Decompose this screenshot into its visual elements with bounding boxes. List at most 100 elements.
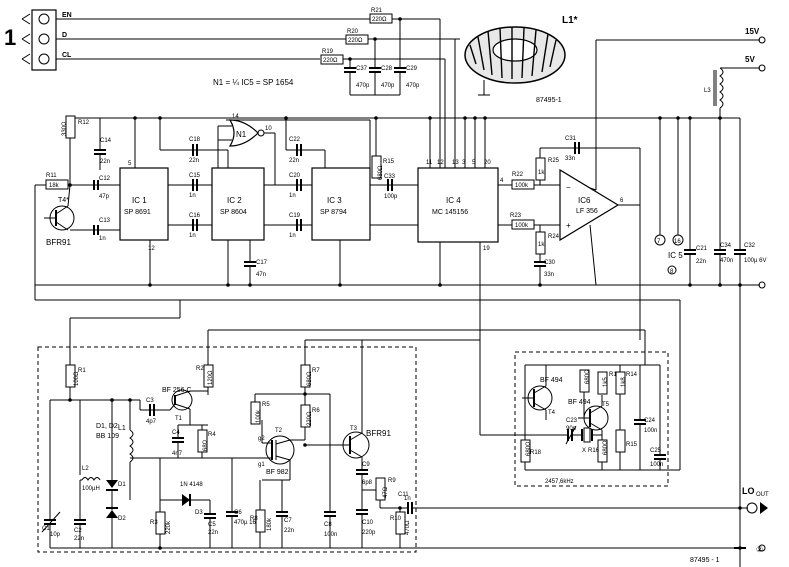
r14-value: 1k8 [621, 377, 627, 387]
r7-ref: R7 [312, 368, 320, 374]
r14-ref: R14 [626, 372, 638, 378]
crystal-osc-section-box [514, 351, 669, 487]
c13-value: 1n [99, 236, 106, 242]
r19-value: 220Ω [323, 58, 338, 64]
c22-value: 22n [289, 158, 299, 164]
ground-marker: ② [756, 545, 763, 554]
svg-text:5: 5 [472, 160, 476, 166]
c29-ref: C29 [406, 66, 418, 72]
svg-text:7: 7 [657, 239, 661, 245]
c12-ref: C12 [99, 176, 111, 182]
n1-note: N1 = ¼ IC5 = SP 1654 [213, 78, 294, 87]
r10-ref: R10 [390, 516, 402, 522]
r15-b-ref: R15 [626, 442, 638, 448]
c10-ref: C10 [362, 520, 374, 526]
r19-ref: R19 [322, 49, 334, 55]
crystal-oscillator: BF 494 T4 BF 494 T5 680Ω R17 1k5 R14 1k8… [479, 300, 681, 485]
svg-text:6: 6 [620, 198, 624, 204]
r5-ref: R5 [262, 402, 270, 408]
c21-value: 22n [696, 259, 706, 265]
r12-ref: R12 [78, 120, 90, 126]
c5-ref: C5 [208, 522, 216, 528]
r22-value: 100k [515, 183, 529, 189]
r16-value: 680Ω [603, 440, 609, 455]
svg-text:12: 12 [437, 160, 444, 166]
svg-text:+: + [566, 221, 571, 230]
r20-ref: R20 [347, 29, 359, 35]
ic3-ref: IC 3 [327, 196, 342, 205]
crystal-frequency: 2457,6kHz [545, 479, 574, 485]
ic3-part: SP 8794 [320, 209, 347, 216]
r21-value: 220Ω [372, 17, 387, 23]
d1-label: D1 [118, 482, 126, 488]
r9-value: 47Ω [383, 486, 389, 498]
c30-ref: C30 [544, 260, 556, 266]
c6-ref: C6 [234, 510, 242, 516]
t4star-part: BFR91 [46, 238, 71, 247]
r4-value: 68Ω [203, 439, 209, 451]
svg-text:12: 12 [148, 246, 155, 252]
c32-value: 100µ 6V [744, 258, 766, 264]
svg-text:g1: g1 [258, 462, 265, 468]
c34-value: 470n [720, 258, 733, 264]
c18-value: 22n [189, 158, 199, 164]
ic6-ref: IC6 [578, 196, 591, 205]
c25-ref: C25 [650, 448, 662, 454]
r15-ref: R15 [383, 159, 395, 165]
c9-value: 6p8 [362, 480, 373, 486]
c1-value: 10p [50, 532, 61, 538]
c8-value: 100n [324, 532, 337, 538]
c4-value: 4n7 [172, 451, 183, 457]
r17-ref: R17 [609, 372, 621, 378]
lo-out-label: LO [742, 486, 755, 496]
c16-value: 1n [189, 233, 196, 239]
pin-cl-label: CL [62, 52, 72, 59]
r3-ref: R3 [150, 520, 158, 526]
c20-value: 1n [289, 193, 296, 199]
r2-value: 120Ω [208, 370, 214, 385]
input-filter: R21 220Ω R20 220Ω R19 220Ω C37 470p C28 … [180, 8, 456, 165]
lo-output: LO OUT ② 87495 - 1 [690, 285, 769, 567]
r15-value: 680Ω [378, 165, 384, 180]
r4-ref: R4 [208, 432, 216, 438]
r6-ref: R6 [312, 408, 320, 414]
supply-15v-label: 15V [745, 27, 760, 36]
junction-dots [68, 116, 742, 550]
c17-ref: C17 [256, 260, 268, 266]
ic5-decoupling: 7 16 IC 5 8 C21 22n C34 470n C32 100µ 6V [654, 118, 766, 285]
t3-ref: T3 [350, 426, 358, 432]
l2-value: 100µH [82, 486, 100, 492]
r8-ref: R8 [250, 516, 258, 522]
svg-text:19: 19 [483, 246, 490, 252]
svg-text:8: 8 [670, 269, 674, 275]
c7-ref: C7 [284, 518, 292, 524]
ic6-part: LF 356 [576, 208, 598, 215]
c2-value: 22n [74, 536, 84, 542]
c23-value: 90p [566, 426, 577, 432]
c11-ref: C11 [398, 492, 409, 498]
c15-ref: C15 [189, 173, 201, 179]
figure-number: 1 [4, 25, 16, 50]
crystal-ref: X [582, 448, 586, 454]
c19-value: 1n [289, 233, 296, 239]
r9-ref: R9 [388, 478, 396, 484]
t2-part: BF 982 [266, 469, 289, 476]
vco-section-box [37, 346, 417, 553]
ic6-opamp: − + IC6 LF 356 6 [559, 147, 641, 340]
c34-ref: C34 [720, 243, 732, 249]
r20-value: 220Ω [348, 38, 363, 44]
t3-part: BFR91 [366, 429, 391, 438]
r23-value: 100k [515, 223, 529, 229]
c1-ref: C1 [42, 526, 50, 532]
r6-value: 220Ω [307, 411, 313, 426]
c22-ref: C22 [289, 137, 301, 143]
c31-value: 33n [565, 156, 575, 162]
r17-value: 1k5 [603, 377, 609, 387]
r23-ref: R23 [510, 213, 522, 219]
c37-value: 470p [356, 83, 370, 89]
c17-value: 47n [256, 272, 266, 278]
c29-value: 470p [406, 83, 420, 89]
r2-ref: R2 [196, 366, 204, 372]
c9-ref: C9 [362, 462, 370, 468]
